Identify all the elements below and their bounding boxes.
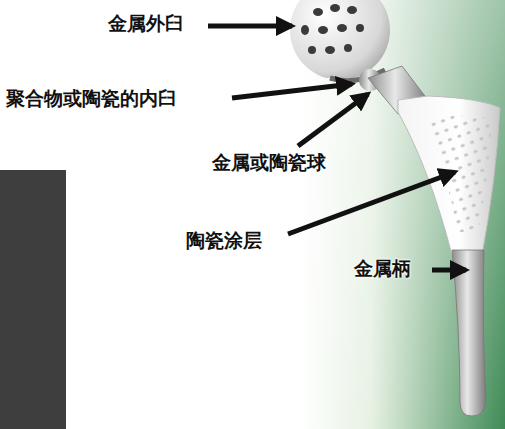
part-label: 金属外臼 xyxy=(108,12,184,35)
part-label: 金属或陶瓷球 xyxy=(212,151,326,174)
part-label: 聚合物或陶瓷的内臼 xyxy=(6,87,177,110)
part-label: 金属柄 xyxy=(354,257,411,280)
part-label: 陶瓷涂层 xyxy=(186,229,262,252)
